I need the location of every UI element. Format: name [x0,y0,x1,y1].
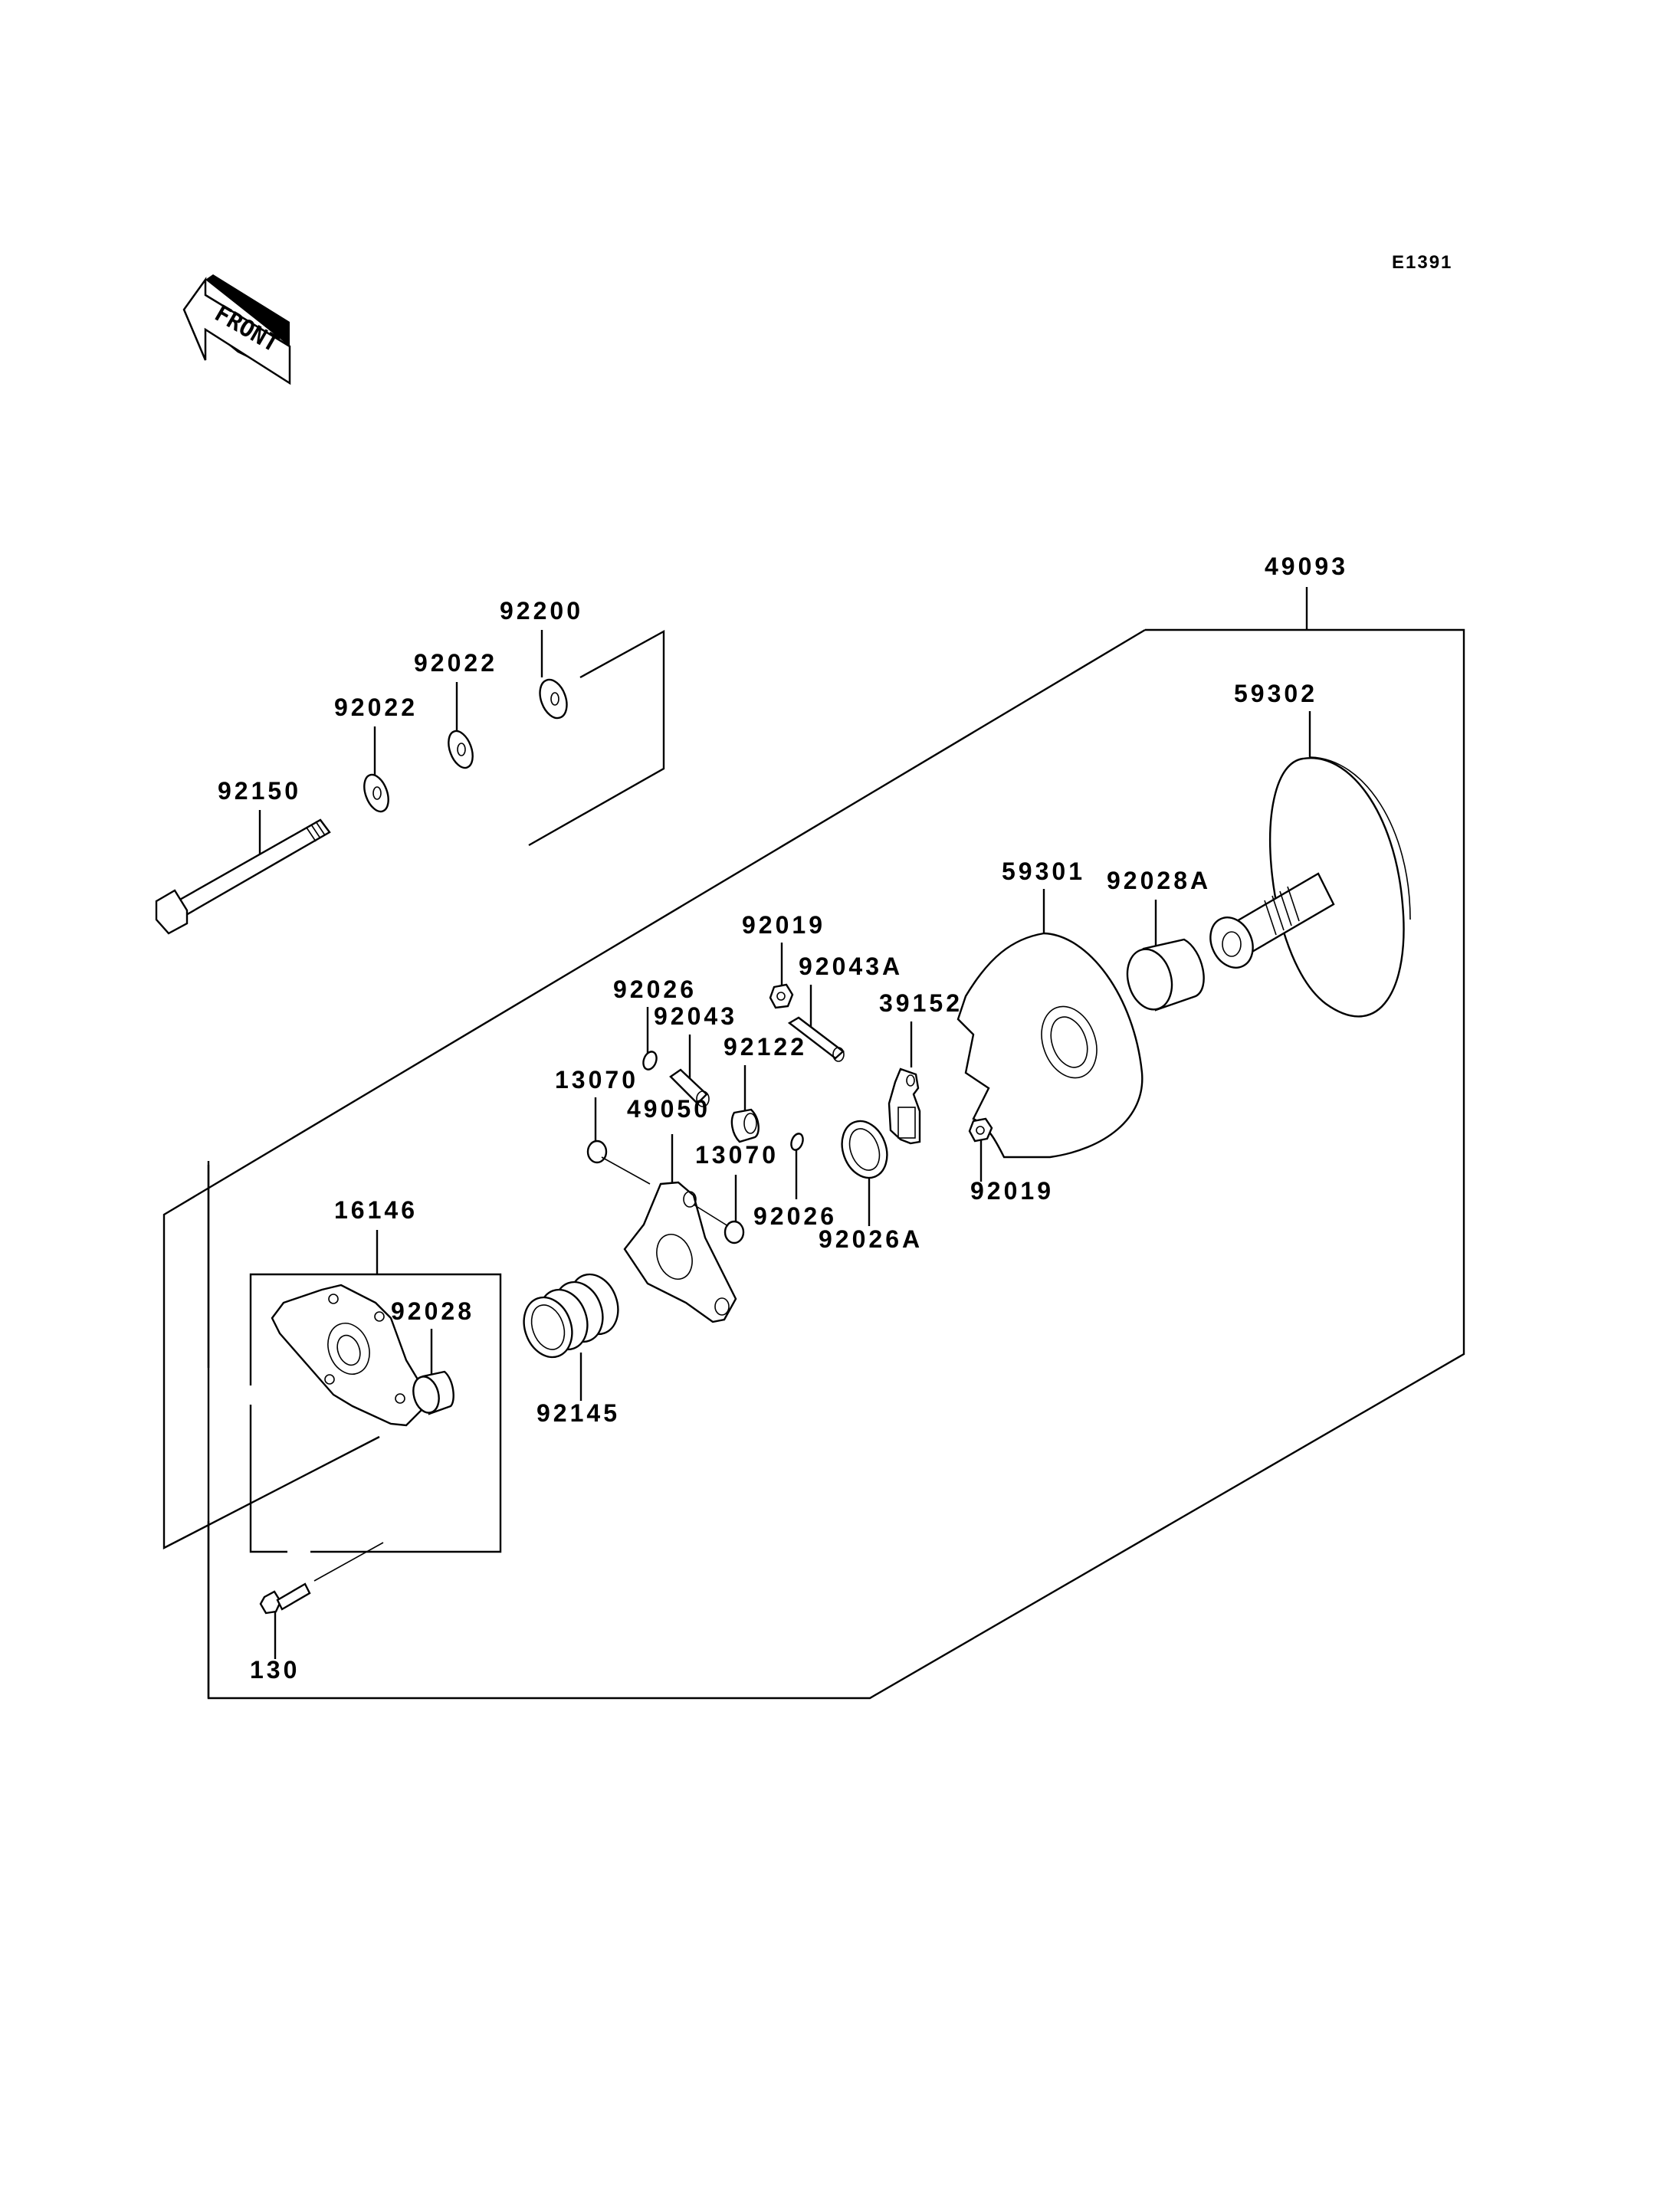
label-92019-upper: 92019 [742,911,825,939]
nut-92019-upper [769,983,794,1009]
label-92028: 92028 [391,1297,474,1325]
label-16146: 16146 [334,1196,418,1224]
label-49050: 49050 [627,1095,710,1123]
label-130: 130 [250,1656,300,1684]
bushing-92028A [1126,938,1205,1012]
label-92026A: 92026A [819,1225,923,1253]
pin-92043 [669,1068,710,1107]
roller-92122 [730,1108,760,1143]
label-92026-lower: 92026 [753,1202,837,1230]
label-92043A: 92043A [799,953,903,980]
label-92122: 92122 [724,1033,807,1061]
diagram-code: E1391 [1392,252,1452,273]
washer-92022-lower [363,773,389,813]
spring-92145 [523,1273,619,1359]
weight-arm-39152 [888,1067,921,1145]
bolt-92150 [155,818,331,935]
spider-49050 [623,1181,737,1323]
nut-92019-lower [968,1117,993,1143]
assembly-outline-49093 [162,587,1465,1700]
bushing-92028 [412,1370,454,1415]
sub-assembly-box-16146 [249,1273,502,1553]
label-92019-lower: 92019 [970,1177,1054,1205]
label-39152: 39152 [879,989,963,1017]
circlip-92026-lower [790,1133,804,1151]
label-13070-upper: 13070 [555,1066,638,1094]
washer-92200 [539,678,568,720]
fixed-sheave-59302 [1209,756,1411,1018]
slider-13070-lower [693,1204,745,1244]
label-92043: 92043 [654,1002,737,1030]
washer-92022-upper [448,730,474,769]
front-arrow-icon: FRONT [182,274,291,385]
label-92026-upper: 92026 [613,976,697,1003]
label-92028A: 92028A [1107,867,1211,894]
circlip-92026-upper [642,1051,658,1071]
label-92150: 92150 [218,777,301,805]
washer-92026A [841,1120,888,1179]
label-59302: 59302 [1234,680,1317,707]
hardware-bracket [528,629,665,847]
label-92145: 92145 [536,1399,620,1427]
slider-13070-upper [586,1139,651,1185]
pin-92043A [787,1016,845,1062]
movable-sheave-59301 [956,932,1144,1159]
label-13070-lower: 13070 [695,1141,779,1169]
label-92022-upper: 92022 [414,649,497,677]
label-92200: 92200 [500,597,583,625]
label-92022-lower: 92022 [334,694,418,721]
cover-16146 [271,1284,423,1427]
flange-bolt-130 [259,1542,384,1615]
label-59301: 59301 [1002,857,1085,885]
label-49093: 49093 [1265,553,1348,580]
